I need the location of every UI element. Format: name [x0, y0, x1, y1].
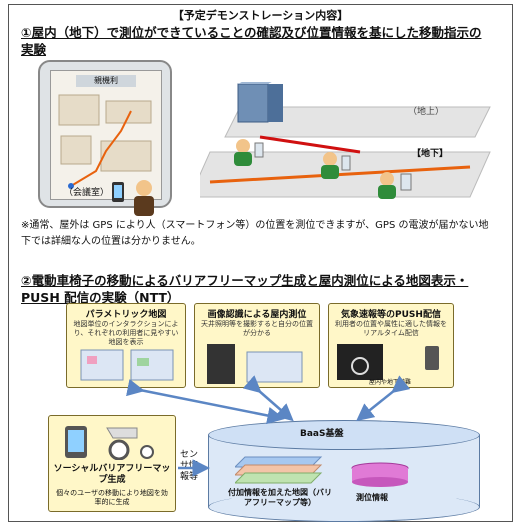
- meeting-room-label: （会議室）: [64, 188, 110, 198]
- box-push-sub: 屋内や地下避難: [369, 379, 412, 386]
- phone-person-icon: [112, 180, 154, 216]
- underground-label: 【地下】: [412, 149, 449, 159]
- box-image-title: 画像認識による屋内測位: [207, 310, 307, 320]
- floors-illustration: [200, 82, 491, 198]
- parametric-map-icon: [80, 349, 174, 381]
- camera-person-icon: [207, 344, 303, 384]
- wheelchair-phone-icon: [337, 344, 439, 380]
- box-push-desc: 利用者の位置や属性に適した情報をリアルタイム配信: [335, 320, 447, 337]
- tablet-illustration: 親機利: [38, 60, 172, 208]
- map-label: 付加情報を加えた地図（バリアフリーマップ等）: [228, 488, 332, 507]
- person-icon-3: [378, 172, 412, 199]
- person-icon-2: [321, 152, 351, 179]
- position-data-icon: [351, 462, 409, 487]
- note-text: ※通常、屋外は GPS により人（スマートフォン等）の位置を測位できますが、GP…: [21, 220, 489, 247]
- position-label: 測位情報: [356, 493, 388, 502]
- box-social-desc: 個々のユーザの移動により地図を効率的に生成: [56, 489, 168, 506]
- baas-label: BaaS基盤: [300, 429, 344, 439]
- diagram-title: 【予定デモンストレーション内容】: [172, 9, 349, 22]
- box-push-delivery: 気象速報等のPUSH配信 利用者の位置や属性に適した情報をリアルタイム配信 屋内…: [328, 303, 454, 388]
- box-social-title: ソーシャルバリアフリーマップ生成: [53, 464, 171, 485]
- map-layers-icon: [235, 456, 323, 484]
- diagram-frame: [8, 4, 513, 522]
- box-push-title: 気象速報等のPUSH配信: [341, 310, 441, 320]
- ground-label: （地上）: [408, 107, 445, 117]
- indoor-map: [58, 94, 152, 189]
- box-social-map: ソーシャルバリアフリーマップ生成 個々のユーザの移動により地図を効率的に生成: [48, 415, 176, 512]
- tablet-header: 親機利: [76, 75, 136, 87]
- box-parametric-map: パラメトリック地図 地図単位のインタラクションにより、それぞれの利用者に見やすい…: [66, 303, 186, 388]
- box-parametric-title: パラメトリック地図: [85, 310, 167, 320]
- person-icon-1: [234, 139, 264, 166]
- baas-cylinder-top: [208, 420, 480, 450]
- box-image-desc: 天井照明等を撮影すると自分の位置が分かる: [201, 320, 313, 337]
- wheelchair-device-icon: [65, 426, 154, 460]
- section1-heading: ①屋内（地下）で測位ができていることの確認及び位置情報を基にした移動指示の実験: [21, 25, 482, 57]
- section2-heading: ②電動車椅子の移動によるバリアフリーマップ生成と屋内測位による地図表示・PUSH…: [21, 273, 469, 305]
- sensor-label: センサ情報等: [180, 450, 199, 482]
- tablet-screen: 親機利: [50, 70, 162, 200]
- box-parametric-desc: 地図単位のインタラクションにより、それぞれの利用者に見やすい地図を表示: [73, 320, 179, 346]
- baas-cylinder-bottom: [208, 492, 480, 522]
- box-image-recognition: 画像認識による屋内測位 天井照明等を撮影すると自分の位置が分かる: [194, 303, 320, 388]
